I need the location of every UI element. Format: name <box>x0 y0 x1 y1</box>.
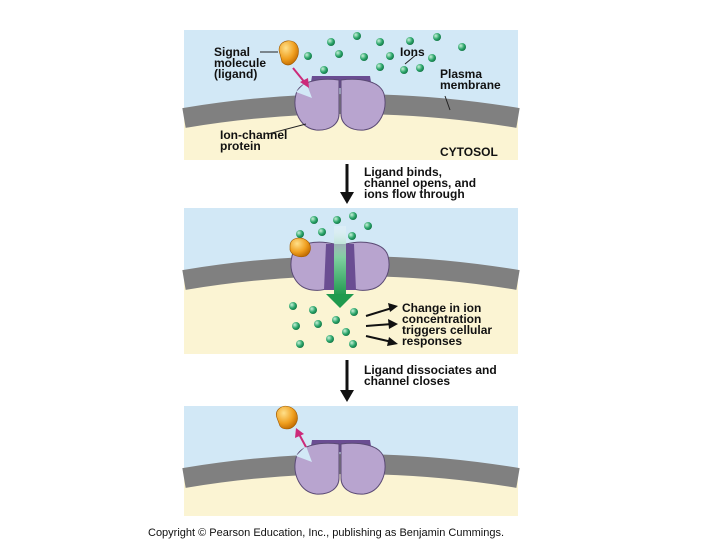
ion-flow-arrowhead <box>326 294 354 308</box>
step-arrow-2 <box>340 360 354 402</box>
released-ligand <box>276 405 298 430</box>
cytosol-region <box>184 104 518 160</box>
ions-label: Ions <box>400 45 425 59</box>
panel-1: Signal molecule (ligand) Ions Plasma mem… <box>182 30 520 160</box>
panel-2: Change in ion concentration triggers cel… <box>182 208 520 354</box>
step-2-caption: Ligand dissociates and channel closes <box>364 363 500 388</box>
ion-cluster-top <box>304 32 466 74</box>
signal-molecule-label: Signal molecule (ligand) <box>214 45 269 81</box>
ion-channel-protein-open <box>290 241 390 291</box>
release-arrow <box>298 433 307 448</box>
ion-cluster-above <box>296 212 372 240</box>
cytosol-label: CYTOSOL <box>440 145 498 159</box>
plasma-membrane-label: Plasma membrane <box>440 67 501 92</box>
cellular-response-label: Change in ion concentration triggers cel… <box>402 301 495 348</box>
ion-cluster-below <box>289 302 358 348</box>
binding-arrowhead <box>300 78 309 88</box>
response-arrows <box>365 303 398 346</box>
panel-3 <box>182 405 520 516</box>
ion-channel-protein-closed <box>294 440 386 495</box>
ion-channel-protein <box>294 76 386 131</box>
step-1-caption: Ligand binds, channel opens, and ions fl… <box>364 165 479 201</box>
bound-ligand <box>289 237 311 258</box>
ligand-molecule <box>278 40 299 66</box>
step-arrow-1 <box>340 164 354 204</box>
copyright-notice: Copyright © Pearson Education, Inc., pub… <box>148 527 504 539</box>
ion-channel-protein-label: Ion-channel protein <box>220 128 291 153</box>
release-arrowhead <box>295 428 304 438</box>
ion-flow-shaft <box>334 226 346 296</box>
